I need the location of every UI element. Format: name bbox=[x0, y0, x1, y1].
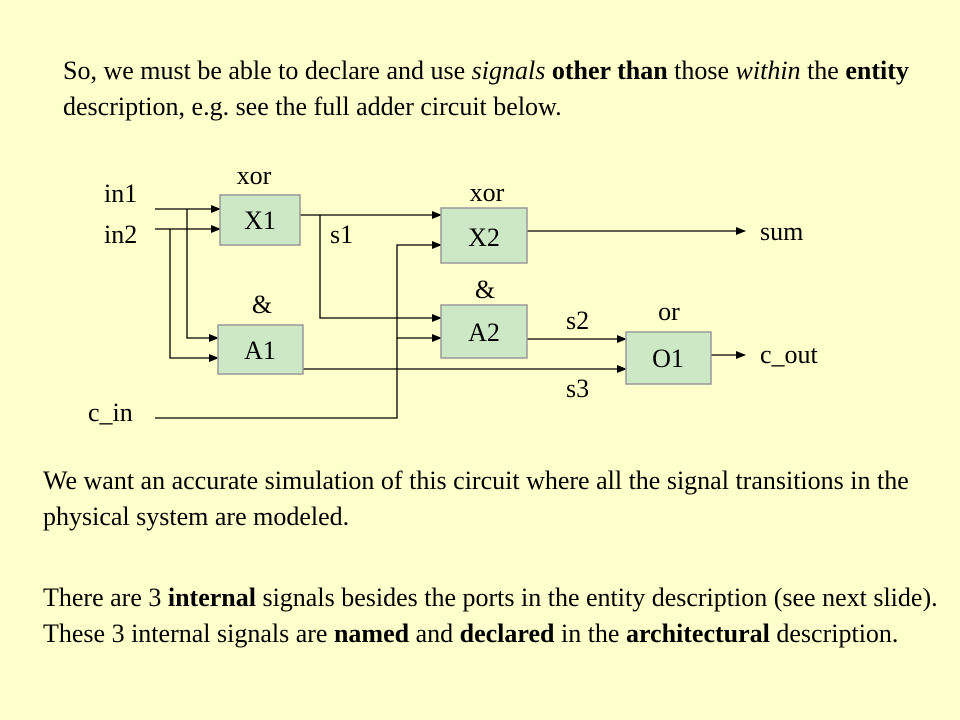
gate-o1-op: or bbox=[658, 297, 680, 326]
gate-a1-op: & bbox=[252, 290, 272, 319]
intro-text-3: the bbox=[800, 56, 846, 85]
signal-s2-label: s2 bbox=[566, 306, 589, 335]
p3-text-5: description. bbox=[769, 619, 899, 648]
wire-s1-a2 bbox=[319, 215, 442, 322]
wire-in1-a1 bbox=[186, 209, 219, 342]
gate-a2: A2 & bbox=[440, 275, 528, 359]
internal-signals-paragraph: There are 3 internal signals besides the… bbox=[43, 580, 953, 652]
p3-text-2: signals besides the ports in the entity … bbox=[43, 583, 938, 648]
gate-x2-op: xor bbox=[470, 178, 505, 207]
p3-declared-term: declared bbox=[459, 619, 555, 648]
intro-text-1: So, we must be able to declare and use bbox=[63, 56, 472, 85]
gate-o1: O1 or bbox=[625, 297, 712, 385]
p3-architectural-term: architectural bbox=[625, 619, 770, 648]
wires bbox=[155, 205, 746, 419]
intro-text-4: description, e.g. see the full adder cir… bbox=[63, 92, 562, 121]
input-in1-label: in1 bbox=[104, 179, 137, 208]
input-in2-label: in2 bbox=[104, 220, 137, 249]
simulation-paragraph: We want an accurate simulation of this c… bbox=[43, 466, 909, 531]
intro-paragraph: So, we must be able to declare and use s… bbox=[63, 53, 943, 125]
wire-in2-a1 bbox=[169, 229, 219, 362]
gate-a1: A1 & bbox=[217, 290, 304, 375]
input-cin-label: c_in bbox=[88, 398, 133, 427]
p3-text-1: There are 3 bbox=[43, 583, 168, 612]
gate-x1-name: X1 bbox=[244, 206, 276, 235]
wire-cin bbox=[155, 241, 442, 419]
gate-o1-name: O1 bbox=[652, 344, 684, 373]
p3-text-3: and bbox=[409, 619, 460, 648]
intro-other-than: other than bbox=[545, 56, 668, 85]
p3-named-term: named bbox=[333, 619, 410, 648]
signal-s3-label: s3 bbox=[566, 374, 589, 403]
output-cout-label: c_out bbox=[760, 340, 819, 369]
gate-a2-op: & bbox=[475, 275, 495, 304]
gate-x2-name: X2 bbox=[468, 223, 500, 252]
gate-x1-op: xor bbox=[237, 161, 272, 190]
signal-s1-label: s1 bbox=[330, 220, 353, 249]
p3-internal-term: internal bbox=[167, 583, 256, 612]
intro-text-2: those bbox=[667, 56, 736, 85]
intro-within-term: within bbox=[735, 56, 801, 85]
gate-x1: X1 xor bbox=[219, 161, 301, 246]
gate-a1-name: A1 bbox=[244, 336, 276, 365]
intro-entity-term: entity bbox=[845, 56, 909, 85]
p3-text-4: in the bbox=[554, 619, 626, 648]
intro-signals-term: signals bbox=[471, 56, 546, 85]
output-sum-label: sum bbox=[760, 217, 803, 246]
gate-x2: X2 xor bbox=[440, 178, 528, 264]
gate-a2-name: A2 bbox=[468, 318, 500, 347]
